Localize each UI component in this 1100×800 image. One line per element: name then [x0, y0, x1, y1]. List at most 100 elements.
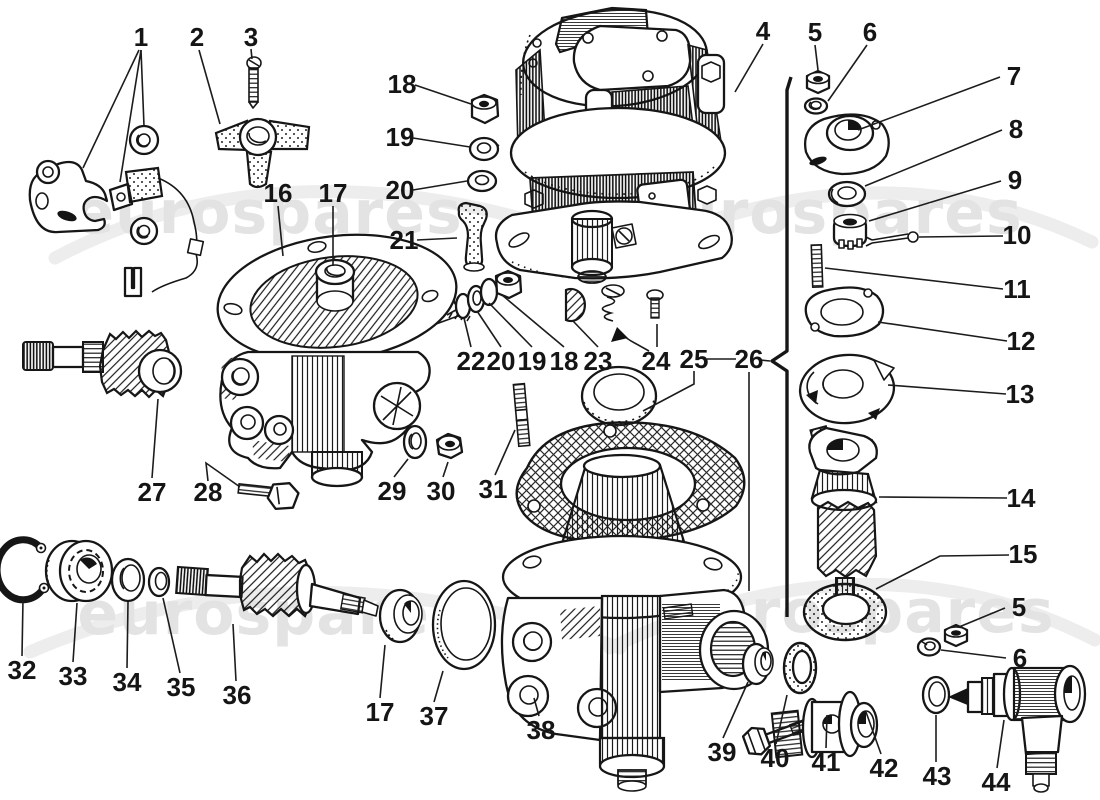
part-number-label: 17	[366, 697, 395, 727]
elbow-pipe	[457, 201, 488, 272]
leader-line	[162, 597, 181, 674]
part-number-label: 32	[8, 655, 37, 685]
upper-housing	[216, 233, 458, 488]
part-number-label: 18	[550, 346, 579, 376]
part-number-label: 20	[487, 346, 516, 376]
cotter-pin	[865, 231, 919, 247]
part-number-label: 24	[642, 346, 671, 376]
callout-35-39: 35	[162, 597, 195, 702]
part-number-label: 6	[1013, 643, 1027, 673]
part-number-label: 12	[1007, 326, 1036, 356]
leader-line	[875, 554, 1010, 590]
callout-19-20: 19	[386, 122, 471, 152]
leader-line	[414, 84, 472, 105]
leader-line	[205, 461, 241, 488]
elbow-union	[948, 664, 1087, 793]
leader-line	[887, 384, 1007, 395]
part-number-label: 34	[113, 667, 142, 697]
stud	[810, 244, 824, 288]
part-number-label: 36	[223, 680, 252, 710]
callout-21-22: 21	[390, 225, 458, 255]
leader-line	[868, 180, 1002, 222]
callout-19-25: 19	[488, 302, 546, 376]
nut	[805, 69, 831, 95]
callout-10-9: 10	[918, 220, 1032, 250]
leader-line	[232, 623, 237, 682]
seal-ring	[921, 675, 951, 715]
callout-41-46: 41	[812, 714, 840, 777]
callout-15-14: 15	[875, 539, 1037, 590]
callout-8-7: 8	[864, 114, 1023, 187]
washer	[827, 180, 867, 208]
leader-line	[119, 49, 142, 183]
callout-12-11: 12	[877, 321, 1036, 356]
leader-line	[996, 719, 1005, 769]
nut	[943, 623, 969, 648]
part-number-label: 43	[923, 761, 952, 791]
callout-39-44: 39	[708, 681, 749, 767]
part-number-label: 31	[479, 474, 508, 504]
part-number-label: 7	[1007, 61, 1021, 91]
bearing-flange	[804, 113, 890, 176]
leader-line	[151, 398, 159, 479]
leader-line	[72, 602, 78, 663]
leader-line	[393, 458, 409, 478]
callout-23-27: 23	[572, 320, 612, 376]
part-number-label: 10	[1003, 220, 1032, 250]
gasket-ring	[802, 582, 888, 642]
flange-gasket	[804, 286, 885, 338]
part-number-label: 8	[1009, 114, 1023, 144]
callout-31-35: 31	[479, 429, 516, 504]
callout-38-43: 38	[527, 697, 555, 745]
callout-18-19: 18	[388, 69, 472, 105]
callout-14-13: 14	[878, 483, 1036, 513]
callout-20-24: 20	[476, 310, 516, 376]
callout-32-36: 32	[8, 598, 37, 685]
callout-18-26: 18	[501, 294, 579, 376]
vent-screw-with-spring	[601, 284, 625, 322]
part-number-label: 3	[244, 22, 258, 52]
fuel-pump-upper-body	[494, 6, 733, 319]
callout-22-23: 22	[457, 317, 486, 376]
callout-29-33: 29	[378, 458, 409, 506]
rotor-arm	[214, 117, 311, 189]
castle-nut	[832, 213, 868, 250]
callout-11-10: 11	[824, 267, 1031, 304]
callout-43-48: 43	[923, 715, 952, 791]
callout-2-1: 2	[190, 22, 221, 125]
callout-36-40: 36	[223, 623, 252, 710]
callout-3-2: 3	[244, 22, 258, 60]
part-number-label: 2	[190, 22, 204, 52]
part-number-label: 9	[1008, 165, 1022, 195]
leader-line	[412, 137, 471, 148]
leader-line	[878, 496, 1008, 499]
part-number-label: 11	[1003, 274, 1031, 304]
stud	[512, 382, 531, 448]
part-number-label: 25	[680, 344, 709, 374]
seal-ring	[110, 557, 146, 603]
parts-drawing	[0, 6, 1087, 793]
part-number-label: 18	[388, 69, 417, 99]
lock-washer	[916, 637, 942, 657]
part-number-label: 37	[420, 701, 449, 731]
ferrule	[741, 642, 774, 686]
leader-line	[416, 237, 458, 241]
leader-line	[412, 180, 468, 191]
callout-17-41: 17	[366, 644, 395, 727]
leader-line	[277, 205, 284, 257]
leader-line	[126, 601, 129, 669]
callout-5-15: 5	[958, 592, 1026, 628]
callout-6-5: 6	[827, 17, 877, 102]
part-number-label: 22	[457, 346, 486, 376]
drive-gear-shaft	[22, 329, 183, 399]
circlip	[0, 536, 50, 604]
leader-line	[198, 49, 221, 125]
drive-coupling-gear	[808, 424, 878, 603]
part-number-label: 17	[319, 178, 348, 208]
leader-line	[82, 49, 140, 169]
part-number-label: 33	[59, 661, 88, 691]
callout-33-37: 33	[59, 602, 88, 691]
